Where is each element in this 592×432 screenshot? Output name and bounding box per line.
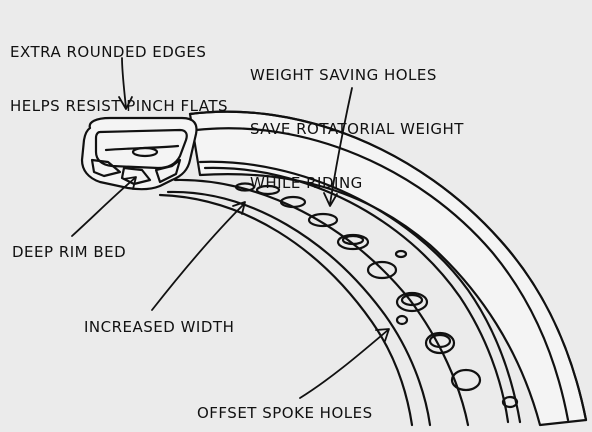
label-weight-saving-holes-line1: WEIGHT SAVING HOLES (250, 66, 437, 84)
leader-arrows (71, 57, 390, 399)
rim-channel-outer (198, 160, 522, 424)
rim-channel-outer-2 (203, 166, 510, 424)
rim-inner-edge-2 (158, 193, 414, 427)
arrow-spoke (299, 329, 389, 399)
offset-spoke-holes (394, 249, 519, 409)
rim-outer-line (194, 127, 570, 422)
arrow-edges (121, 57, 127, 109)
rim-profile-outer (80, 116, 198, 191)
label-weight-saving-holes-line2: SAVE ROTATORIAL WEIGHT (250, 120, 464, 138)
label-offset-spoke-holes: OFFSET SPOKE HOLES (197, 404, 373, 422)
label-rounded-edges-line2: HELPS RESIST PINCH FLATS (10, 97, 229, 115)
rim-outer-edge (188, 110, 588, 422)
rim-inner-edge (166, 190, 432, 427)
label-weight-saving-holes: WEIGHT SAVING HOLES SAVE ROTATORIAL WEIG… (250, 30, 464, 228)
label-increased-width: INCREASED WIDTH (84, 318, 235, 336)
label-weight-saving-holes-line3: WHILE RIDING (250, 174, 363, 192)
arrow-holes (329, 87, 353, 205)
arrow-width (151, 203, 245, 311)
label-rounded-edges-line1: EXTRA ROUNDED EDGES (10, 43, 207, 61)
rim-bed-line (173, 178, 470, 427)
rim-profile-chambers (90, 158, 122, 178)
weight-saving-holes (234, 182, 482, 392)
label-rounded-edges: EXTRA ROUNDED EDGES HELPS RESIST PINCH F… (10, 7, 228, 151)
arrow-bed (71, 177, 136, 237)
label-deep-rim-bed: DEEP RIM BED (12, 243, 127, 261)
rim-profile-inner (94, 128, 188, 170)
